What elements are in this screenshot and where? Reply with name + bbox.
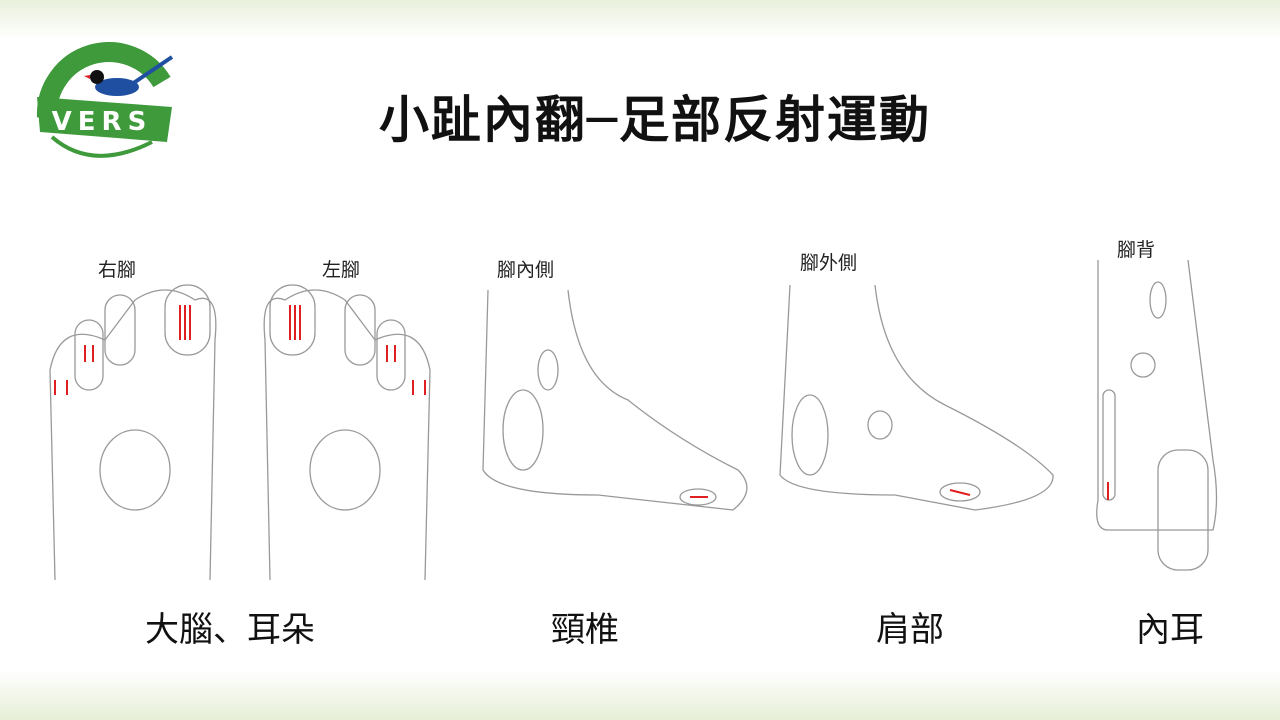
outer-foot-illustration <box>779 285 1054 511</box>
right-sole <box>49 284 217 581</box>
inner-foot-label: 腳內側 <box>497 259 555 281</box>
outer-foot-label: 腳外側 <box>800 252 858 274</box>
left-foot-label: 左腳 <box>322 259 361 281</box>
caption-shoulder: 肩部 <box>876 610 944 650</box>
inner-foot-illustration <box>482 290 748 511</box>
caption-cervical: 頸椎 <box>551 610 619 650</box>
svg-text:VERS: VERS <box>52 107 153 137</box>
logo: VERS <box>32 42 182 167</box>
sole-feet-illustration <box>49 284 431 581</box>
page-title: 小趾內翻─足部反射運動 <box>378 91 932 149</box>
left-sole <box>263 284 431 581</box>
top-foot-illustration <box>1096 260 1218 571</box>
right-foot-label: 右腳 <box>98 259 137 281</box>
top-foot-label: 腳背 <box>1117 239 1156 261</box>
caption-inner-ear: 內耳 <box>1136 610 1204 650</box>
caption-brain-ears: 大腦、耳朵 <box>145 610 315 650</box>
